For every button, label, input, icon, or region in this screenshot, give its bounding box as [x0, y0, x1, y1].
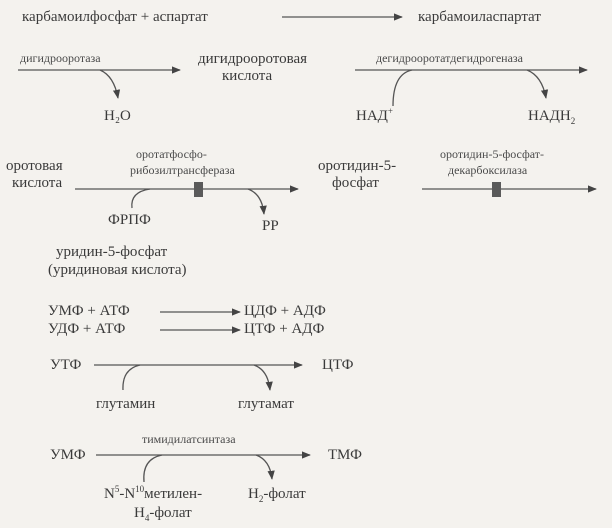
arrow-nad-in — [392, 69, 413, 107]
cdp-adp-label: ЦДФ + АДФ — [244, 303, 326, 319]
h4-folate-tail: -фолат — [149, 505, 192, 521]
dihydrofolate-label: H2-фолат — [248, 486, 306, 504]
h4-base: H — [134, 505, 145, 521]
phosphoribosyltransferase-line1: оротатфосфо- — [136, 147, 207, 161]
orotic-acid-line2: кислота — [12, 175, 63, 191]
nad-charge: + — [387, 106, 393, 116]
methylene-thf-mid: -N — [119, 486, 136, 502]
phosphoribosyltransferase-line2: рибозилтрансфераза — [130, 163, 235, 177]
dihydroorotic-acid-line1: дигидрооротовая — [198, 51, 308, 67]
glutamine-label: глутамин — [96, 396, 156, 412]
ump-label: УМФ — [50, 447, 86, 463]
methylene-thf-sup5: 5 — [114, 484, 120, 494]
arrow-glutamate-out — [253, 364, 273, 391]
uridine-5-phosphate-line2: (уридиновая кислота) — [48, 262, 187, 278]
arrow-nadh-out — [526, 69, 549, 99]
arrow-water-out — [99, 69, 121, 99]
thymidylate-synthase-label: тимидилатсинтаза — [142, 432, 236, 446]
carbamoyl-phosphate-aspartate-label: карбамоилфосфат + аспартат — [22, 9, 208, 25]
methylene-thf-line2: H4-фолат — [134, 505, 192, 523]
udp-atp-label: УДФ + АТФ — [48, 321, 126, 337]
pyrophosphate-label: PP — [262, 218, 279, 234]
dehydroorotate-dehydrogenase-label: дегидрооротатдегидрогеназа — [376, 51, 523, 65]
water-label: H₂O — [104, 108, 131, 124]
h4-subscript: 4 — [144, 513, 150, 523]
uridine-5-phosphate-line1: уридин-5-фосфат — [56, 244, 168, 260]
orotidine-decarboxylase-line1: оротидин-5-фосфат- — [440, 147, 545, 161]
ump-atp-label: УМФ + АТФ — [48, 303, 130, 319]
orotidine-5-phosphate-line1: оротидин-5- — [318, 158, 397, 174]
orotidine-decarboxylase-line2: декарбоксилаза — [448, 163, 528, 177]
nadh-base: НАДН — [528, 108, 571, 124]
ctp-adp-label: ЦТФ + АДФ — [244, 321, 325, 337]
methylene-thf-tail: метилен- — [144, 486, 203, 502]
arrow-dhf-out — [255, 454, 275, 480]
nadh2-label: НАДН2 — [528, 108, 576, 126]
nad-base: НАД — [356, 108, 388, 124]
dihydroorotase-label: дигидрооротаза — [20, 51, 101, 65]
h2-base: H — [248, 486, 259, 502]
enzyme-marker-transferase — [194, 182, 203, 197]
orotic-acid-line1: оротовая — [6, 158, 63, 174]
arrow-pp-out — [247, 188, 267, 215]
methylene-thf-line1: N5-N10метилен- — [104, 484, 203, 503]
arrow-methylene-thf-in — [143, 454, 163, 483]
tmp-label: ТМФ — [328, 447, 362, 463]
prpp-label: ФРПФ — [108, 212, 151, 228]
arrow-prpp-in — [131, 188, 151, 209]
utp-label: УТФ — [50, 357, 82, 373]
methylene-thf-sup10: 10 — [135, 484, 145, 494]
ctp-label: ЦТФ — [322, 357, 354, 373]
carbamoyl-aspartate-label: карбамоиласпартат — [418, 9, 541, 25]
glutamate-label: глутамат — [238, 396, 294, 412]
dihydroorotic-acid-line2: кислота — [222, 68, 273, 84]
methylene-thf-n: N — [104, 486, 115, 502]
h2-folate-tail: -фолат — [263, 486, 306, 502]
orotidine-5-phosphate-line2: фосфат — [332, 175, 379, 191]
enzyme-marker-decarboxylase — [492, 182, 501, 197]
nad-label: НАД+ — [356, 106, 393, 125]
arrow-glutamine-in — [122, 364, 141, 391]
h2-subscript: 2 — [258, 494, 264, 504]
nadh-subscript: 2 — [570, 116, 576, 126]
